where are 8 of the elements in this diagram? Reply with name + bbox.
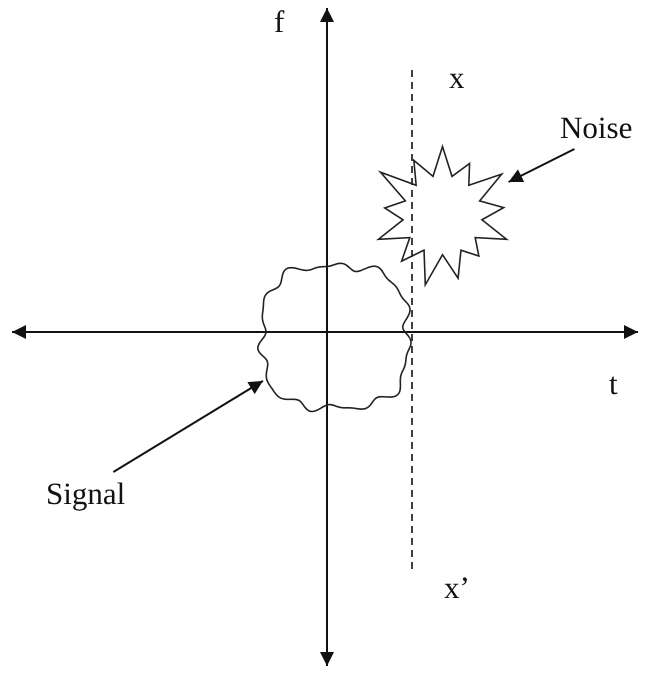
axis-label: f: [274, 6, 284, 37]
arrow: [112, 380, 264, 473]
line-label: x’: [444, 572, 470, 603]
signal-label: Signal: [46, 478, 126, 509]
noise-label: Noise: [560, 112, 632, 143]
axis-label: t: [609, 368, 618, 399]
line-label: x: [449, 62, 464, 93]
arrow: [508, 148, 575, 183]
